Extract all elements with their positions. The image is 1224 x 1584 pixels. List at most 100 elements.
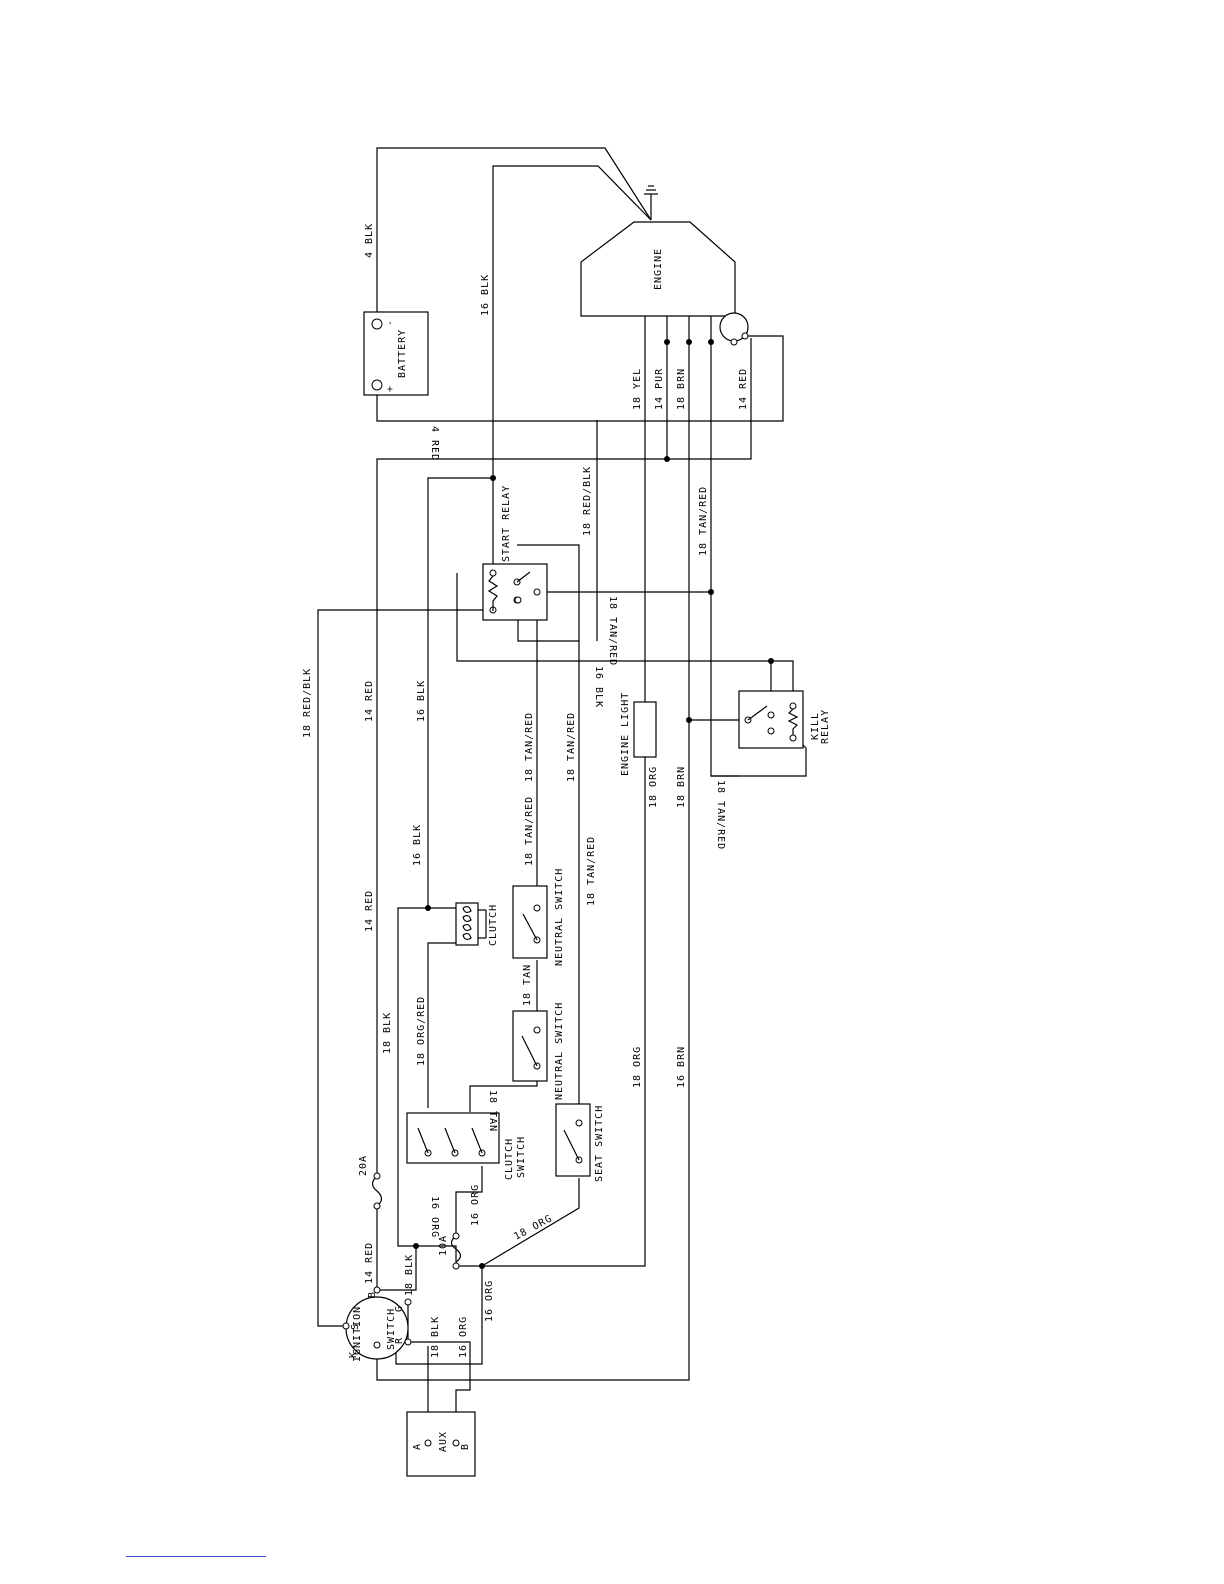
label-18-tan-red-ns: 18 TAN/RED xyxy=(524,796,535,866)
label-18-org-red: 18 ORG/RED xyxy=(416,996,427,1066)
label-18-blk-left: 18 BLK xyxy=(382,1012,393,1054)
label-14-red-left1: 14 RED xyxy=(364,680,375,722)
ground-icon xyxy=(644,185,658,220)
battery-label: BATTERY xyxy=(397,329,408,378)
label-16-blk-mid2: 16 BLK xyxy=(412,824,423,866)
label-18-tan-red-kill: 18 TAN/RED xyxy=(715,780,726,850)
wire-18-org-light xyxy=(482,730,646,1267)
label-18-tan-ns: 18 TAN xyxy=(522,964,533,1006)
wire-16-blk-relay xyxy=(427,477,494,908)
label-18-org-light: 18 ORG xyxy=(648,766,659,808)
engine-label: ENGINE xyxy=(653,248,664,290)
battery-minus: - xyxy=(385,319,396,326)
kill-relay: KILL RELAY xyxy=(738,690,831,749)
seat-switch: SEAT SWITCH xyxy=(555,1103,605,1182)
ignition-switch: IGNITION SWITCH S B G R K xyxy=(342,1286,412,1362)
footer-link-underline xyxy=(126,1556,266,1557)
wire-16-blk-ground xyxy=(492,165,652,478)
label-18-org-mid: 18 ORG xyxy=(632,1046,643,1088)
junction-dots xyxy=(373,339,774,1270)
label-18-tan-red-seat: 18 TAN/RED xyxy=(586,836,597,906)
neutral-switch-2: NEUTRAL SWITCH xyxy=(512,1002,565,1100)
wire-ign-to-fuse10 xyxy=(416,1245,482,1267)
label-16-blk-top: 16 BLK xyxy=(480,274,491,316)
label-4-red: 4 RED xyxy=(429,426,440,461)
wire-ign-aux-b xyxy=(407,1302,471,1443)
seat-switch-label: SEAT SWITCH xyxy=(594,1105,605,1182)
battery-plus: + xyxy=(385,385,396,392)
label-18-tan-red-mid1: 18 TAN/RED xyxy=(524,712,535,782)
wire-18-tan-h xyxy=(469,1080,538,1112)
engine-light: ENGINE LIGHT xyxy=(620,692,657,776)
wire-18-red-blk-left xyxy=(317,609,493,1327)
battery: BATTERY + - xyxy=(363,311,429,396)
start-relay: START RELAY xyxy=(482,485,548,621)
label-18-tan-h: 18 TAN xyxy=(487,1090,498,1132)
engine-light-label: ENGINE LIGHT xyxy=(620,692,631,776)
label-16-org-ign1: 16 ORG xyxy=(458,1316,469,1358)
fuse-20a-label: 20A xyxy=(358,1155,369,1176)
aux-terminal-b: B xyxy=(460,1443,471,1450)
wire-18-blk-left xyxy=(397,907,428,1247)
neutral-switch-2-label: NEUTRAL SWITCH xyxy=(554,1002,565,1100)
neutral-switch-1-label: NEUTRAL SWITCH xyxy=(554,868,565,966)
wire-4-blk xyxy=(376,147,652,322)
ignition-terminal-b: B xyxy=(367,1291,378,1298)
wire-18-blk-clutch xyxy=(427,942,456,1108)
wire-14-red-starter xyxy=(710,316,739,777)
label-16-blk-mid1: 16 BLK xyxy=(416,680,427,722)
engine: ENGINE xyxy=(580,185,749,346)
label-14-red-ign: 14 RED xyxy=(364,1242,375,1284)
kill-relay-label-2: RELAY xyxy=(820,709,831,744)
ignition-switch-label-2: SWITCH xyxy=(386,1308,397,1350)
label-18-red-blk-left: 18 RED/BLK xyxy=(302,668,313,738)
fuse-20a-symbol xyxy=(371,1175,383,1207)
aux-connector: AUX A B xyxy=(406,1411,476,1477)
neutral-switch-1: NEUTRAL SWITCH xyxy=(512,868,565,966)
label-16-org-h: 16 ORG xyxy=(429,1196,440,1238)
label-18-tan-red-h: 18 TAN/RED xyxy=(607,596,618,666)
label-16-brn: 16 BRN xyxy=(676,1046,687,1088)
wire-4-red xyxy=(376,335,784,422)
label-16-blk-h: 16 BLK xyxy=(593,666,604,708)
start-relay-label: START RELAY xyxy=(501,485,512,562)
aux-terminal-a: A xyxy=(412,1443,423,1450)
ignition-terminal-k: K xyxy=(348,1351,359,1358)
label-18-brn-mid: 18 BRN xyxy=(676,766,687,808)
clutch-switch-label-2: SWITCH xyxy=(516,1136,527,1178)
label-16-org-v: 16 ORG xyxy=(470,1184,481,1226)
clutch-switch-label: CLUTCH xyxy=(504,1138,515,1180)
ignition-terminal-g: G xyxy=(394,1305,405,1312)
aux-label: AUX xyxy=(438,1431,449,1452)
fuse-10a-symbol xyxy=(450,1235,462,1263)
wire-18-brn-top xyxy=(376,316,690,1381)
ignition-terminal-r: R xyxy=(394,1337,405,1344)
wire-14-red-up xyxy=(376,338,752,1176)
label-4-blk: 4 BLK xyxy=(364,223,375,258)
label-18-tan-red-right: 18 TAN/RED xyxy=(698,486,709,556)
ignition-switch-label: IGNITION xyxy=(352,1306,363,1362)
wire-16-blk-kill xyxy=(456,573,794,691)
label-18-tan-red-mid2: 18 TAN/RED xyxy=(566,712,577,782)
label-16-org-ign2: 16 ORG xyxy=(484,1280,495,1322)
label-18-blk-ign1: 18 BLK xyxy=(404,1254,415,1296)
wire-18-blk-ign xyxy=(377,1246,417,1291)
wire-labels: 4 BLK 4 RED 16 BLK 18 RED/BLK 18 YEL 14 … xyxy=(302,223,749,1358)
label-14-pur: 14 PUR xyxy=(654,368,665,410)
kill-relay-label: KILL xyxy=(810,712,821,740)
label-18-yel: 18 YEL xyxy=(632,368,643,410)
label-18-org-diag: 18 ORG xyxy=(512,1213,554,1242)
label-14-red-left2: 14 RED xyxy=(364,890,375,932)
fuse-10a-label: 10A xyxy=(438,1235,449,1256)
wire-18-org-diag xyxy=(481,1178,580,1267)
clutch-label: CLUTCH xyxy=(488,904,499,946)
label-14-red-top: 14 RED xyxy=(738,368,749,410)
ignition-terminal-s: S xyxy=(350,1323,361,1330)
label-18-brn-top: 18 BRN xyxy=(676,368,687,410)
label-18-red-blk-top: 18 RED/BLK xyxy=(582,466,593,536)
clutch-switch: CLUTCH SWITCH xyxy=(406,1112,527,1180)
label-18-blk-ign2: 18 BLK xyxy=(430,1316,441,1358)
clutch: CLUTCH xyxy=(455,902,499,946)
wire-16-org-h xyxy=(455,1166,483,1236)
